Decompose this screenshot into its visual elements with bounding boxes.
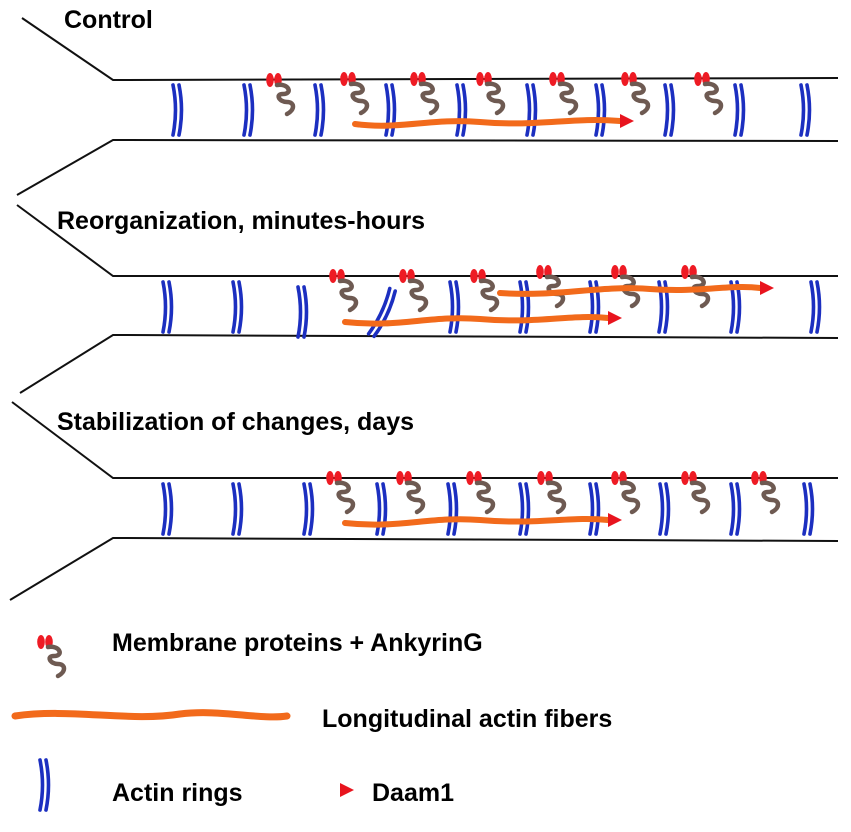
legend-label: Membrane proteins + AnkyrinG xyxy=(112,629,483,657)
longitudinal-actin-fiber xyxy=(342,314,611,327)
legend-item-daam1: Daam1 xyxy=(340,779,454,807)
axon-outline xyxy=(21,17,839,82)
longitudinal-actin-fiber xyxy=(342,515,611,528)
actin-ring xyxy=(588,482,601,536)
actin-ring xyxy=(525,83,538,137)
actin-ring xyxy=(161,482,174,536)
actin-ring xyxy=(455,83,468,137)
actin-ring xyxy=(296,285,309,339)
actin-ring xyxy=(799,83,812,137)
panel-stabilization: Stabilization of changes, days xyxy=(9,401,839,601)
daam1-marker xyxy=(760,281,774,295)
actin-ring xyxy=(594,83,607,137)
actin-ring xyxy=(313,83,326,137)
membrane-protein-ankyrin xyxy=(536,265,563,306)
membrane-protein-ankyrin-icon xyxy=(37,635,64,676)
daam1-marker xyxy=(608,311,622,325)
longitudinal-actin-fiber xyxy=(497,283,763,297)
actin-ring xyxy=(242,83,255,137)
legend-label: Daam1 xyxy=(372,779,454,807)
actin-fiber-icon xyxy=(11,709,291,721)
legend-item-actin-fibers: Longitudinal actin fibers xyxy=(11,705,612,733)
legend-item-membrane-proteins: Membrane proteins + AnkyrinG xyxy=(37,629,483,676)
panel-control: Control xyxy=(16,6,839,196)
membrane-protein-ankyrin xyxy=(681,265,708,306)
daam1-marker xyxy=(620,114,634,128)
panel-title: Control xyxy=(64,6,153,34)
membrane-protein-ankyrin xyxy=(340,72,367,113)
daam1-marker xyxy=(608,513,622,527)
actin-ring xyxy=(161,280,174,334)
actin-ring xyxy=(518,280,531,334)
actin-ring xyxy=(446,482,459,536)
actin-ring xyxy=(231,280,244,334)
panel-reorganization: Reorganization, minutes-hours xyxy=(16,204,839,394)
actin-ring xyxy=(729,482,742,536)
actin-ring xyxy=(448,280,461,334)
panel-title: Reorganization, minutes-hours xyxy=(57,207,425,235)
actin-ring xyxy=(733,83,746,137)
actin-ring xyxy=(171,83,184,137)
legend-item-actin-rings: Actin rings xyxy=(38,758,243,812)
daam1-icon xyxy=(340,783,354,797)
actin-ring-icon xyxy=(38,758,51,812)
actin-ring xyxy=(809,280,822,334)
actin-ring xyxy=(663,83,676,137)
legend-label: Actin rings xyxy=(112,779,243,807)
axon-outline xyxy=(19,333,839,394)
actin-ring xyxy=(658,482,671,536)
axon-outline xyxy=(16,138,839,196)
actin-ring xyxy=(302,482,315,536)
legend-label: Longitudinal actin fibers xyxy=(322,705,612,733)
actin-ring xyxy=(802,482,815,536)
legend: Membrane proteins + AnkyrinG Longitudina… xyxy=(11,629,612,812)
axon-outline xyxy=(16,204,838,277)
actin-ring xyxy=(518,482,531,536)
panel-title: Stabilization of changes, days xyxy=(57,408,414,436)
actin-ring xyxy=(231,482,244,536)
actin-ring xyxy=(366,286,400,340)
axon-outline xyxy=(9,536,839,601)
longitudinal-actin-fiber xyxy=(352,117,623,129)
axon-outline xyxy=(11,401,838,479)
